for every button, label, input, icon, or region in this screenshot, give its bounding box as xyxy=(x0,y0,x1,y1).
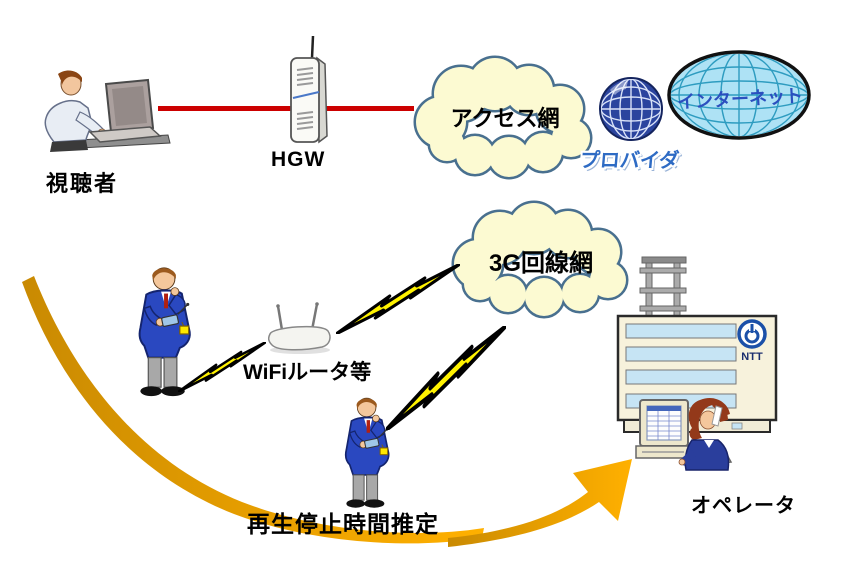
wireless-link-bolt-3 xyxy=(178,342,266,392)
wifi-router-icon xyxy=(267,302,331,354)
estimation-label: 再生停止時間推定 xyxy=(247,511,439,537)
viewer-label: 視聴者 xyxy=(46,171,119,196)
3g-network-label: 3G回線網 xyxy=(488,250,593,277)
provider-globe-icon xyxy=(599,77,663,141)
operator-label: オペレータ xyxy=(691,495,796,517)
hgw-device-icon xyxy=(290,35,328,144)
provider-label: プロバイダ xyxy=(578,150,680,172)
access-network-label: アクセス網 xyxy=(450,106,560,131)
ntt-logo-text: NTT xyxy=(741,351,763,363)
wifi-router-label: WiFiルータ等 xyxy=(243,361,372,384)
viewer-person-icon xyxy=(44,70,171,152)
wireless-link-bolt-1 xyxy=(336,264,460,334)
operator-icon xyxy=(635,397,733,471)
access-network-cloud xyxy=(413,55,593,180)
estimation-arrow-icon xyxy=(22,276,632,547)
internet-globe-icon xyxy=(667,50,811,140)
hgw-label: HGW xyxy=(271,148,326,171)
3g-network-cloud xyxy=(451,200,629,319)
wireless-link-bolt-2 xyxy=(386,326,506,430)
wired-link-line xyxy=(158,106,414,111)
